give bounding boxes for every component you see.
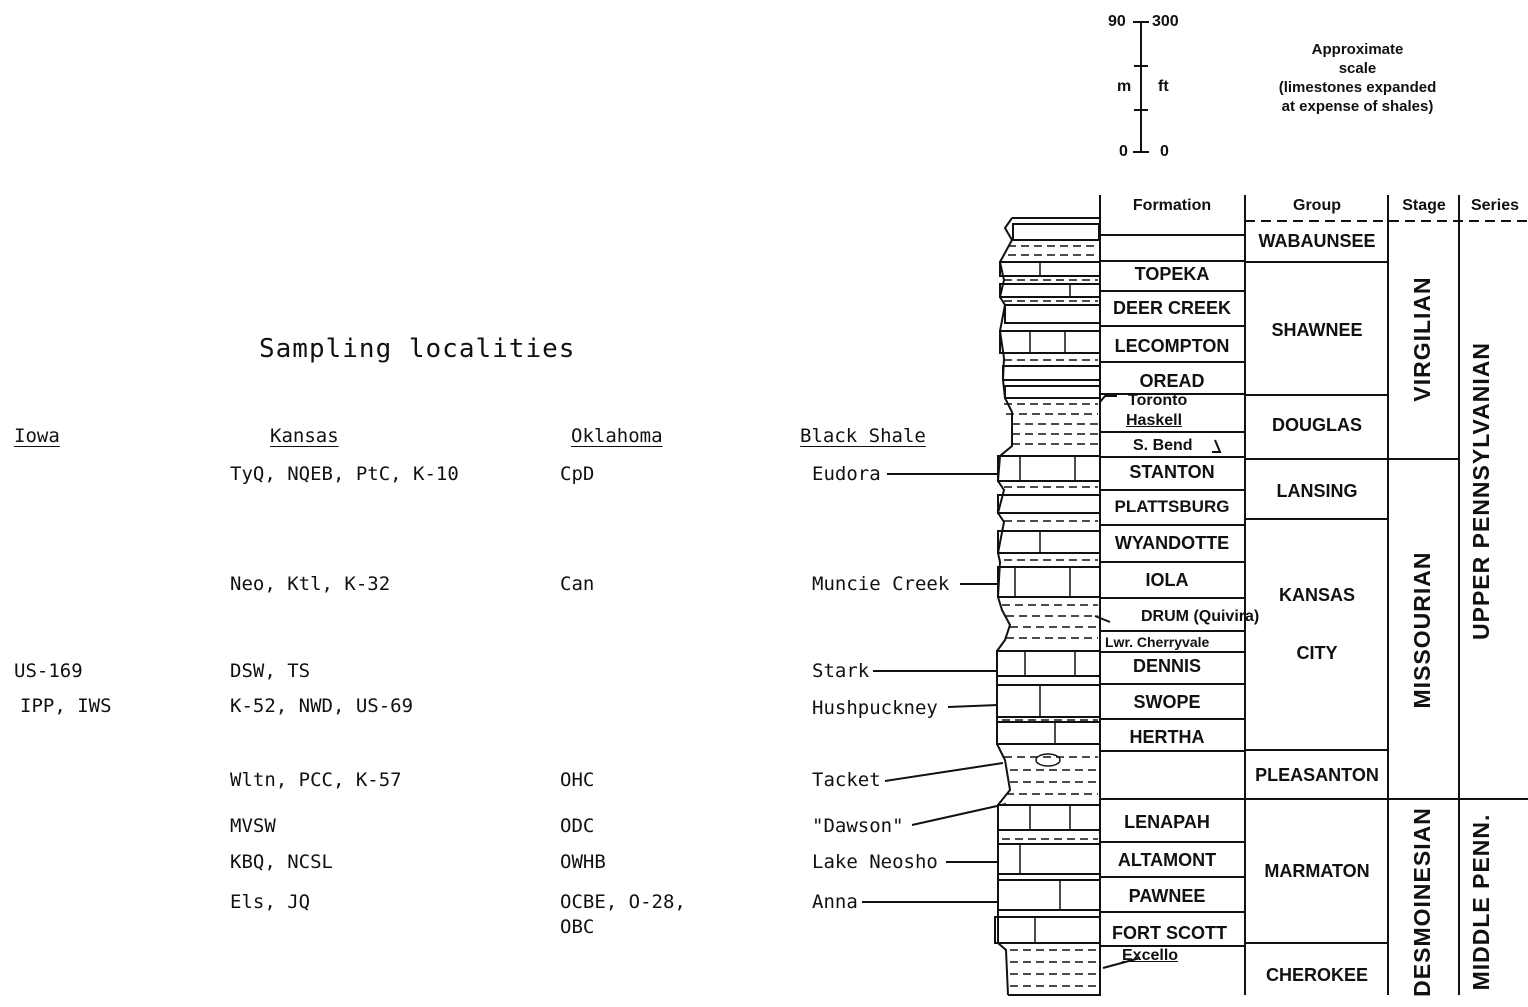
formation-label: FORT SCOTT [1102,923,1237,944]
scale-ft-label: ft [1158,78,1169,96]
formation-label: WYANDOTTE [1102,533,1242,554]
column-header-stage: Stage [1390,197,1458,215]
formation-label: IOLA [1102,570,1232,591]
stage-label: VIRGILIAN [1409,249,1437,429]
column-header-series: Series [1462,197,1528,215]
scale-note-line: at expense of shales) [1250,97,1465,116]
formation-label: HERTHA [1102,727,1232,748]
scale-note-line: Approximate [1250,40,1465,59]
formation-label: DENNIS [1102,656,1232,677]
stage-label: MISSOURIAN [1409,525,1437,735]
formation-label: S. Bend [1133,437,1193,455]
formation-label: ALTAMONT [1102,850,1232,871]
formation-label: Toronto [1128,392,1187,410]
formation-label: LENAPAH [1102,812,1232,833]
formation-label: LECOMPTON [1102,336,1242,357]
group-label: LANSING [1247,481,1387,502]
scale-ft-bottom: 0 [1160,143,1169,161]
group-label: PLEASANTON [1247,765,1387,786]
formation-label: Haskell [1126,412,1182,430]
group-label: KANSAS [1247,585,1387,606]
series-label: UPPER PENNSYLVANIAN [1468,390,1496,640]
scale-m-label: m [1117,78,1131,96]
scale-m-top: 90 [1108,13,1126,31]
scale-note-line: scale [1250,59,1465,78]
formation-label: STANTON [1102,462,1242,483]
formation-label: OREAD [1102,371,1242,392]
formation-label: PLATTSBURG [1102,497,1242,517]
column-header-formation: Formation [1102,197,1242,215]
group-label: DOUGLAS [1247,415,1387,436]
stage-label: DESMOINESIAN [1409,797,1437,1007]
formation-label: Lwr. Cherryvale [1105,634,1209,650]
group-label: MARMATON [1247,861,1387,882]
column-header-group: Group [1247,197,1387,215]
group-label: SHAWNEE [1247,320,1387,341]
formation-label: Excello [1122,947,1178,965]
formation-label: PAWNEE [1102,886,1232,907]
formation-label: TOPEKA [1102,264,1242,285]
group-label: CHEROKEE [1247,965,1387,986]
formation-label: DRUM (Quivira) [1141,608,1259,626]
formation-label: DEER CREEK [1102,298,1242,319]
scale-m-bottom: 0 [1119,143,1128,161]
scale-ft-top: 300 [1152,13,1179,31]
scale-note-line: (limestones expanded [1250,78,1465,97]
series-label: MIDDLE PENN. [1468,812,1496,992]
formation-label: SWOPE [1102,692,1232,713]
group-label: WABAUNSEE [1247,231,1387,252]
scale-note: Approximate scale (limestones expanded a… [1250,40,1465,116]
group-label: CITY [1247,643,1387,664]
